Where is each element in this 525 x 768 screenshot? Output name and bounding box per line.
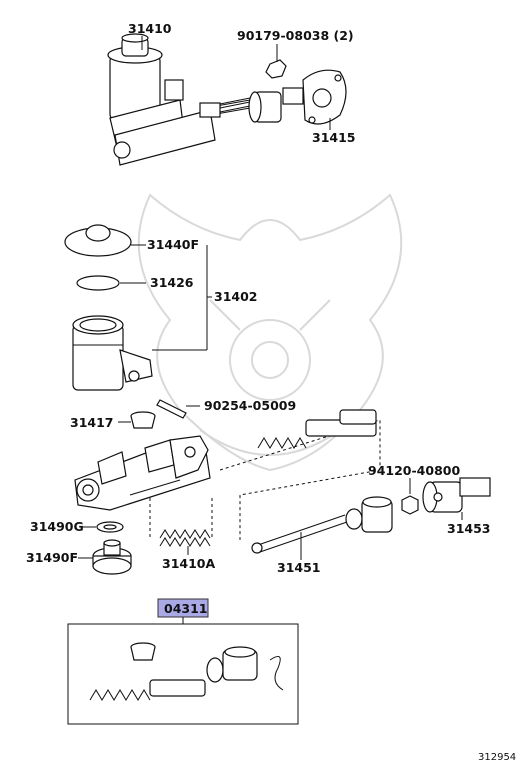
plug-31490f[interactable]: [92, 539, 132, 575]
label-31410a[interactable]: 31410A: [162, 556, 215, 571]
label-31451[interactable]: 31451: [277, 560, 321, 575]
kit-piston-spring: [89, 679, 206, 701]
reservoir-gasket[interactable]: [76, 275, 120, 291]
label-31426[interactable]: 31426: [150, 275, 194, 290]
kit-bushing: [130, 642, 156, 661]
label-31490g[interactable]: 31490G: [30, 519, 84, 534]
cylinder-body[interactable]: [74, 435, 211, 511]
label-04311[interactable]: 04311: [164, 601, 208, 616]
reference-number: 312954: [478, 752, 516, 763]
kit-piston: [222, 646, 258, 681]
label-31410[interactable]: 31410: [128, 21, 172, 36]
label-90179[interactable]: 90179-08038 (2): [237, 28, 354, 43]
pin-90254[interactable]: [156, 399, 187, 419]
label-94120[interactable]: 94120-40800: [368, 463, 460, 478]
kit-clip: [269, 655, 284, 691]
watermark-logo: [137, 193, 403, 472]
label-90254[interactable]: 90254-05009: [204, 398, 296, 413]
master-cylinder-assembly-top[interactable]: [107, 33, 347, 166]
label-31440[interactable]: 31440F: [147, 237, 199, 252]
reservoir-cap[interactable]: [64, 224, 132, 257]
kit-cup-seal: [206, 657, 224, 683]
label-31402[interactable]: 31402: [214, 289, 258, 304]
label-31417[interactable]: 31417: [70, 415, 114, 430]
bushing-31417[interactable]: [130, 411, 156, 429]
reservoir-tank[interactable]: [72, 315, 153, 391]
spring-31410a[interactable]: [159, 529, 211, 547]
nut-94120[interactable]: [401, 495, 419, 515]
kit-04311-callout[interactable]: 04311: [157, 598, 209, 618]
label-31490f[interactable]: 31490F: [26, 550, 78, 565]
label-31453[interactable]: 31453: [447, 521, 491, 536]
label-31415[interactable]: 31415: [312, 130, 356, 145]
washer-31490g[interactable]: [96, 521, 124, 533]
piston-spring-upper[interactable]: [257, 409, 377, 449]
push-rod-31451[interactable]: [251, 496, 393, 554]
clevis-31453[interactable]: [422, 477, 491, 513]
kit-04311-box: [67, 623, 299, 725]
